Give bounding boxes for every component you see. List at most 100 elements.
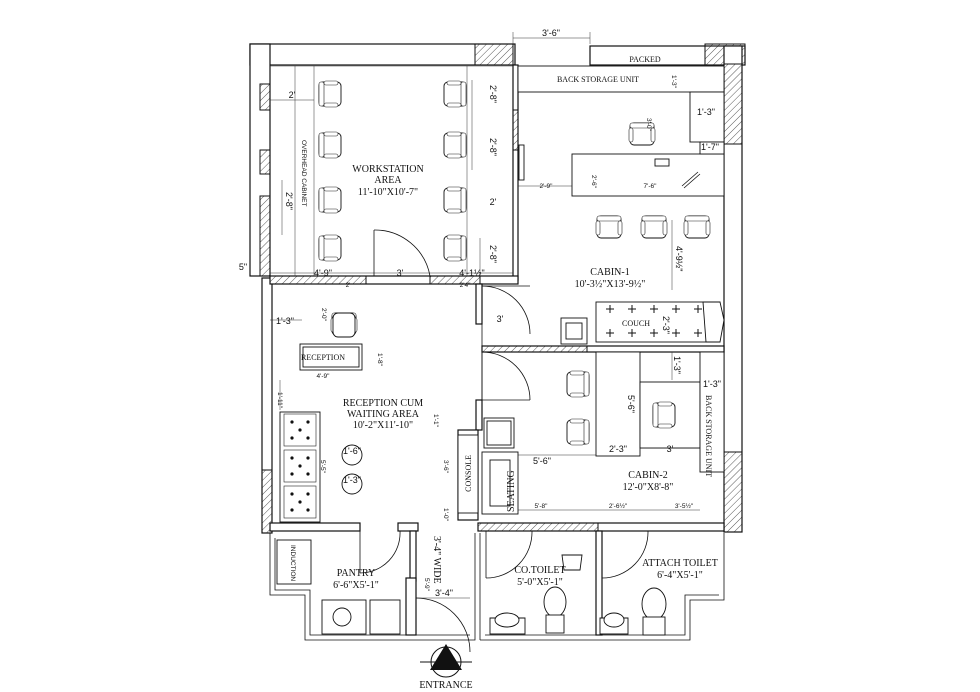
- dim-1-3-cab2: 1'-3": [672, 356, 682, 374]
- dim-3-5h: 3'-5½": [675, 502, 694, 510]
- dim-7-6: 7'-6": [644, 183, 658, 190]
- chair-icon: [443, 131, 467, 159]
- dim-1-3-top: 1'-3": [670, 75, 677, 89]
- workstation-size: 11'-10"X10'-7": [358, 187, 418, 198]
- co-toilet-name: CO.TOILET: [514, 565, 565, 576]
- dim-2-8-b: 2'-8": [488, 138, 498, 156]
- sofa-cushion-icon: [283, 485, 317, 519]
- dim-5-8: 5'-8": [535, 503, 549, 510]
- chair-icon: [443, 234, 467, 262]
- overhead-cabinet-label: OVERHEAD CABINET: [300, 140, 307, 206]
- dim-1-3-right: 1'-3": [697, 107, 715, 117]
- cabin2-size: 12'-0"X8'-8": [623, 482, 674, 493]
- dim-3-door: 3': [497, 314, 504, 324]
- reception-label: RECEPTION: [301, 353, 345, 362]
- dim-2: 2': [289, 90, 296, 100]
- dim-1-1: 1'-1": [432, 414, 439, 428]
- back-storage-vertical-label: BACK STORAGE UNIT: [704, 395, 713, 477]
- dim-2-9: 2'-9": [540, 183, 554, 190]
- dim-2-4: 2'4": [460, 282, 471, 289]
- attach-toilet-size: 6'-4"X5'-1": [657, 570, 703, 581]
- tufting-icon: [628, 305, 636, 313]
- sofa-cushion-icon: [283, 449, 317, 483]
- dim-1-3-table: 1'-3": [343, 475, 361, 485]
- dim-4-1h: 4'-1½": [459, 268, 484, 278]
- chair-icon: [318, 186, 342, 214]
- dim-2-8-d: 2'-8": [488, 245, 498, 263]
- chair-icon: [683, 215, 711, 239]
- chair-icon: [566, 418, 590, 446]
- cabin1-furniture: [330, 65, 725, 345]
- tufting-icon: [672, 329, 680, 337]
- dim-2-8-a: 2'-8": [488, 85, 498, 103]
- tufting-icon: [672, 305, 680, 313]
- dim-3-0: 3'-0": [645, 118, 652, 132]
- dim-5-6v: 5'-6": [626, 395, 636, 413]
- chair-icon: [566, 370, 590, 398]
- cabin1-name: CABIN-1: [590, 267, 629, 278]
- cabin2-furniture: [481, 351, 725, 515]
- entrance-symbol: [420, 644, 472, 678]
- dim-5-6h: 5'-6": [533, 456, 551, 466]
- tufting-icon: [694, 305, 702, 313]
- dim-2-3-cab2: 2'-3": [609, 444, 627, 454]
- wide-label: 3'-4" WIDE: [431, 536, 442, 584]
- dim-5: 5": [239, 262, 247, 272]
- dim-5-9: 5'-9": [423, 578, 430, 592]
- dim-2-6: 2'-6": [590, 175, 597, 189]
- wet-areas-furniture: [276, 530, 667, 653]
- dim-2-0-rec: 2'-0": [320, 308, 327, 322]
- workstation-furniture: [270, 65, 513, 277]
- dim-3-cab2: 3': [667, 444, 674, 454]
- sofa-cushion-icon: [283, 413, 317, 447]
- dim-1-8: 1'-8": [376, 353, 383, 367]
- dim-4-9: 4'-9": [314, 268, 332, 278]
- cabin2-name: CABIN-2: [628, 470, 667, 481]
- chair-icon: [318, 131, 342, 159]
- workstation-name: WORKSTATION: [352, 164, 423, 175]
- couch-label: COUCH: [622, 319, 650, 328]
- console-label: CONSOLE: [464, 455, 473, 492]
- chair-icon: [595, 215, 623, 239]
- chair-icon: [628, 122, 656, 146]
- dim-1-11: 1'-11": [276, 392, 283, 409]
- dim-3-6-console: 3'-6": [442, 460, 449, 474]
- tufting-icon: [650, 305, 658, 313]
- chair-icon: [640, 215, 668, 239]
- reception-name: RECEPTION CUM: [343, 398, 423, 409]
- attach-toilet-name: ATTACH TOILET: [642, 558, 718, 569]
- chair-icon: [443, 186, 467, 214]
- dim-2-mid: 2': [490, 197, 497, 207]
- induction-label: INDUCTION: [289, 545, 296, 581]
- tufting-icon: [628, 329, 636, 337]
- chair-icon: [318, 234, 342, 262]
- dim-1-7: 1'-7": [701, 142, 719, 152]
- pantry-name: PANTRY: [337, 568, 376, 579]
- chair-icon: [318, 80, 342, 108]
- room-labels: WORKSTATION AREA 11'-10"X10'-7" CABIN-1 …: [333, 164, 718, 591]
- dim-2-small: 2': [346, 282, 351, 289]
- dim-2-6h: 2'-6½": [609, 502, 628, 510]
- dim-1-3-rec: 1'-3": [276, 316, 294, 326]
- dim-3: 3': [397, 268, 404, 278]
- workstation-name2: AREA: [374, 175, 402, 186]
- entrance-label: ENTRANCE: [419, 680, 472, 691]
- chair-icon: [443, 80, 467, 108]
- dimension-labels: 3'-6" 2' 2'-8" 2'-8" 2'-8" 2'-8" 2' 1'-3…: [239, 28, 721, 598]
- dim-3-4: 3'-4": [435, 588, 453, 598]
- cabin1-size: 10'-3½"X13'-9½": [575, 279, 646, 290]
- inner-walls: [269, 64, 725, 636]
- tufting-icon: [650, 329, 658, 337]
- dim-5-5: 5'-5": [319, 460, 326, 474]
- outer-walls: [249, 43, 746, 641]
- dim-1-3-cab2r: 1'-3": [703, 379, 721, 389]
- tufting-icon: [606, 329, 614, 337]
- tufting-icon: [694, 329, 702, 337]
- dim-4-9h: 4'-9½": [674, 246, 684, 271]
- furniture-labels: PACKED BACK STORAGE UNIT OVERHEAD CABINE…: [289, 55, 713, 691]
- dim-top: 3'-6": [542, 28, 560, 38]
- back-storage-label: BACK STORAGE UNIT: [557, 75, 639, 84]
- dim-4-9-rec: 4'-9": [317, 373, 331, 380]
- co-toilet-size: 5'-0"X5'-1": [517, 577, 563, 588]
